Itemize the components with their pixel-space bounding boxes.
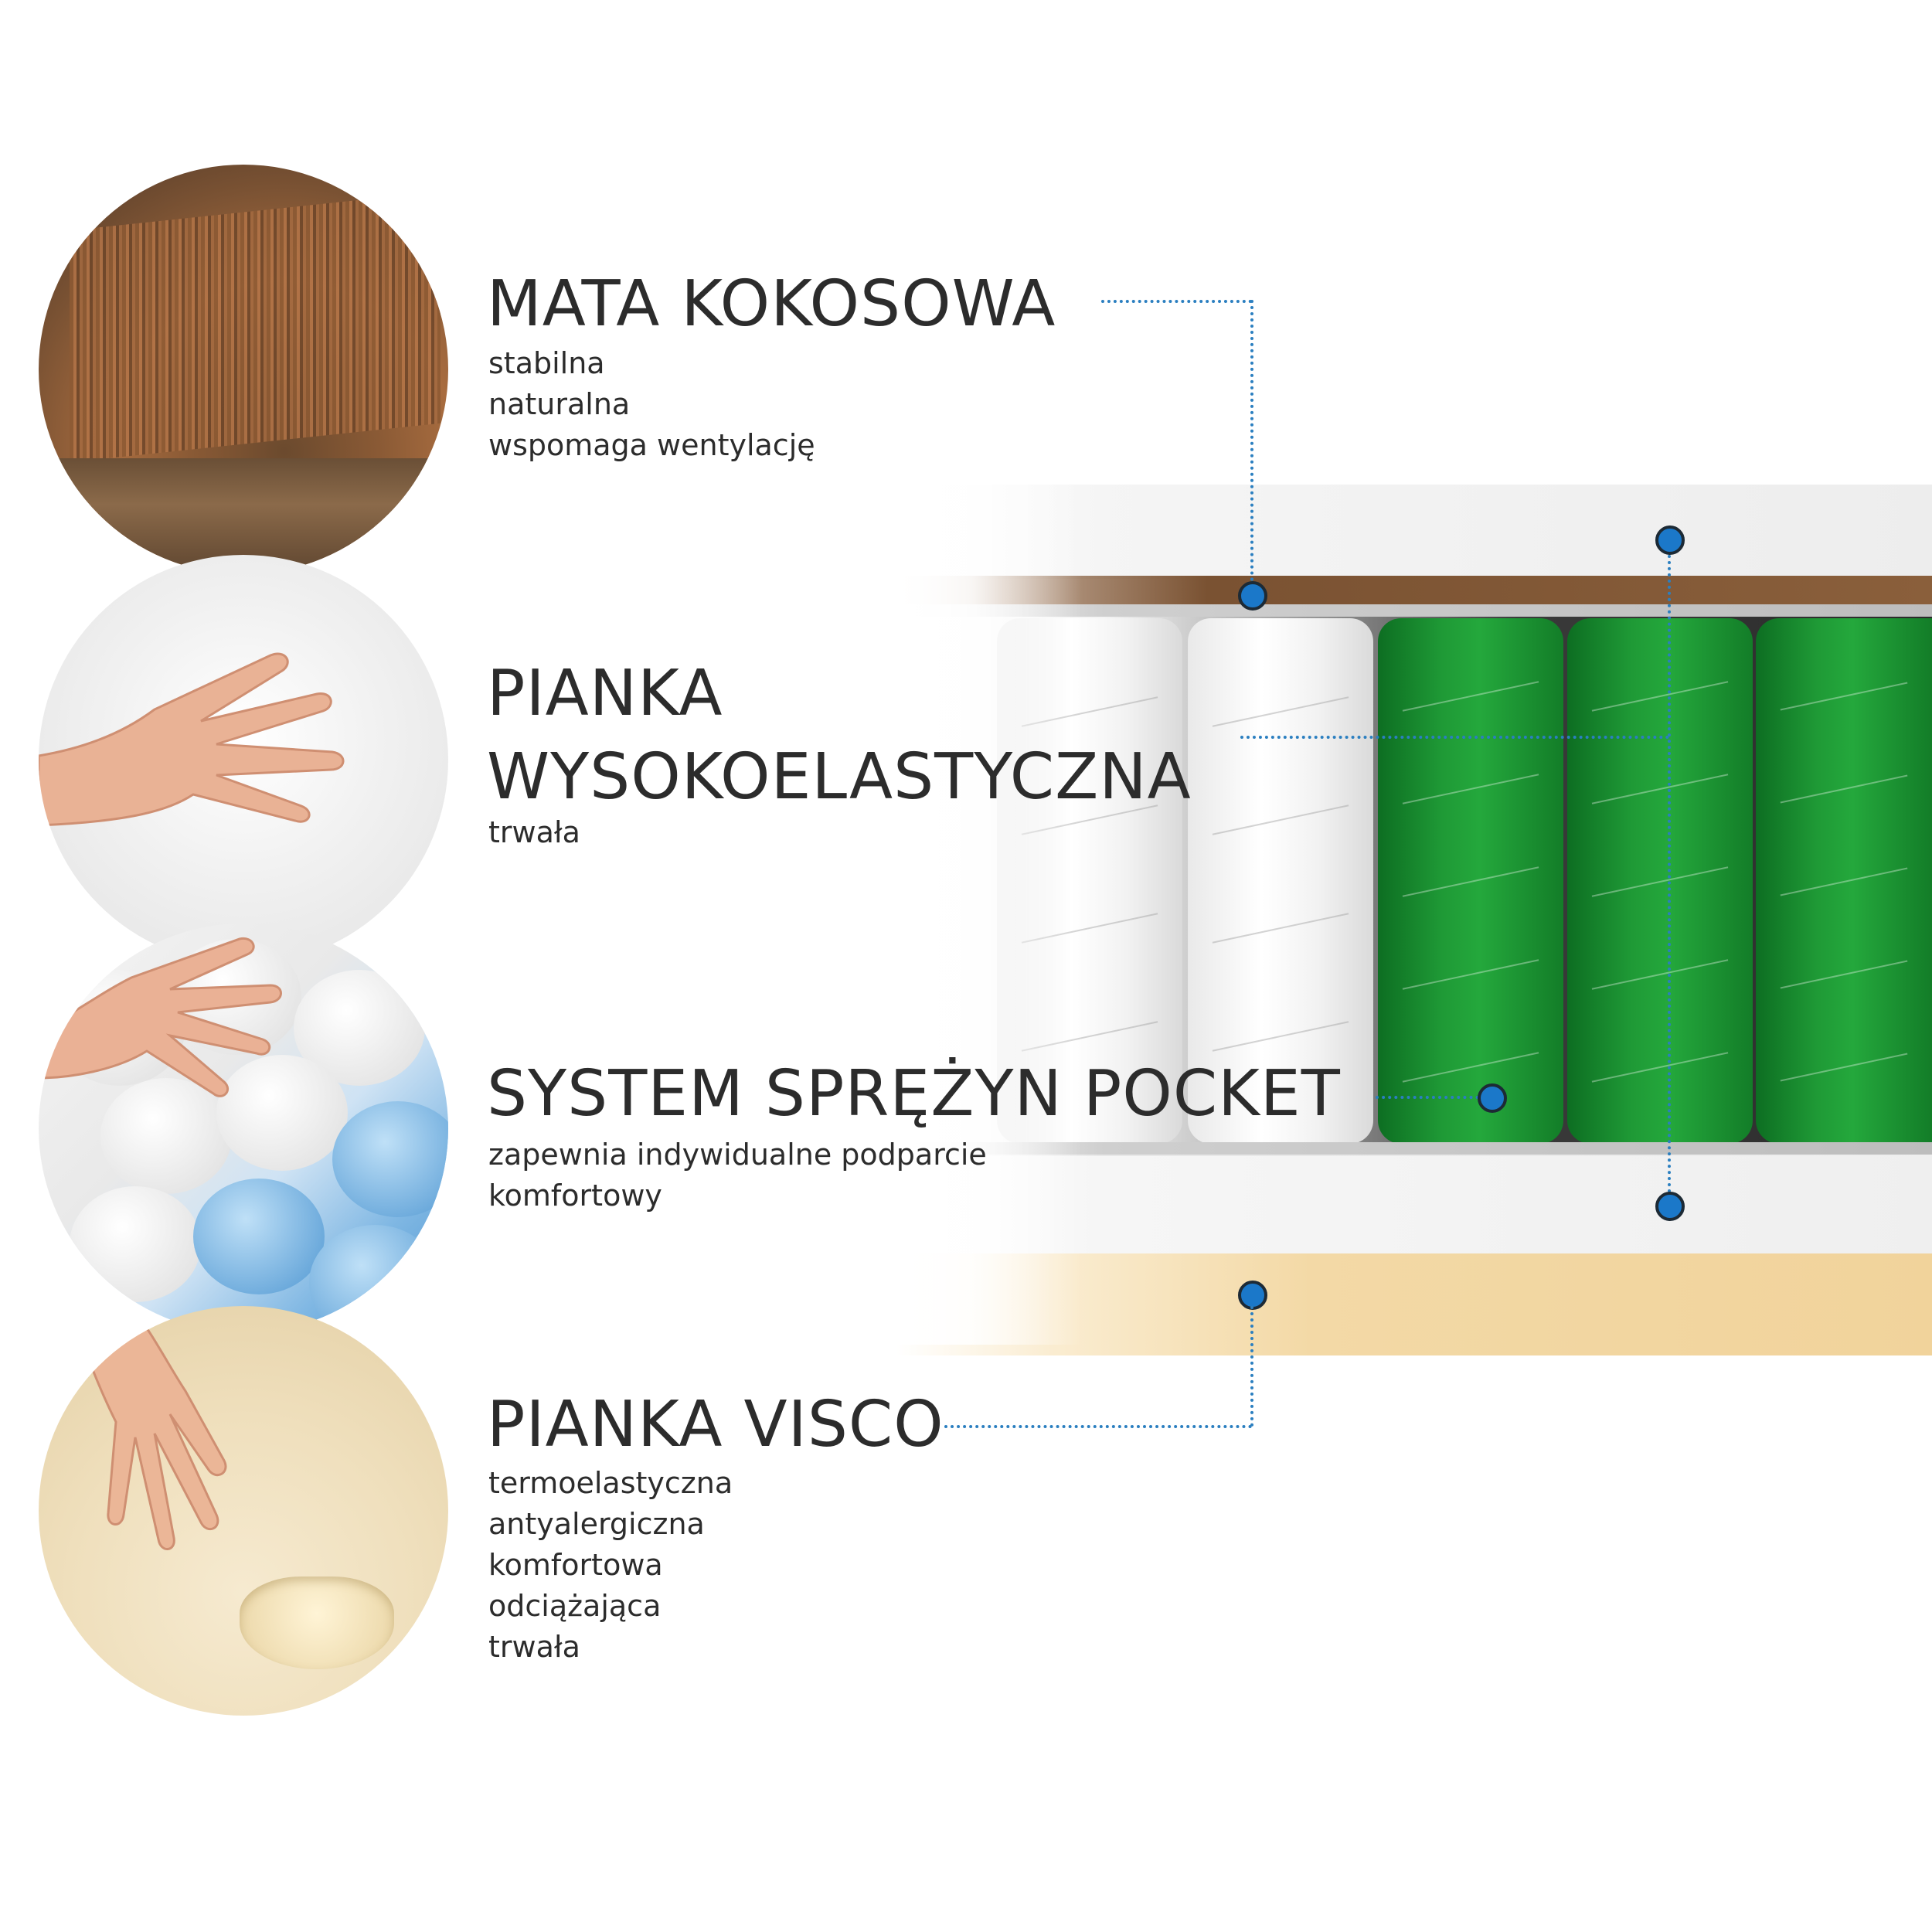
feature-item: antyalergiczna [488, 1507, 705, 1541]
visco-handprint-icon [39, 1306, 448, 1716]
marker-dot-top [1655, 526, 1685, 555]
feature-item: trwała [488, 1630, 580, 1664]
feature-item: trwała [488, 815, 580, 849]
marker-dot-bottom [1655, 1192, 1685, 1221]
leader-line-visco-vertical [1250, 1306, 1253, 1427]
spring-pocket [70, 1186, 201, 1302]
feature-item: komfortowy [488, 1179, 662, 1213]
feature-item: komfortowa [488, 1548, 663, 1582]
spring-pocket [100, 1078, 232, 1194]
leader-line-height [1668, 549, 1671, 1206]
layer-title-ha-foam-line1: PIANKA [487, 657, 723, 730]
spring-pocket-blue [193, 1179, 325, 1294]
pocket-spring [1378, 618, 1563, 1144]
layer-title-visco: PIANKA VISCO [487, 1388, 944, 1461]
leader-line-foam [1240, 736, 1669, 739]
layer-title-pocket: SYSTEM SPRĘŻYN POCKET [487, 1057, 1341, 1131]
leader-line-coconut-vertical [1250, 300, 1253, 594]
pocket-spring [1756, 618, 1932, 1144]
spring-pocket [216, 1055, 348, 1171]
marker-dot-pocket [1478, 1083, 1507, 1113]
spring-pocket-blue [309, 1225, 440, 1333]
feature-list-ha-foam: trwała [488, 812, 580, 853]
leader-line-pocket [1376, 1096, 1492, 1099]
hand-icon [39, 937, 282, 1097]
feature-list-pocket: zapewnia indywidualne podparcie komforto… [488, 1134, 987, 1216]
feature-item: wspomaga wentylację [488, 428, 815, 462]
foam-block [1188, 618, 1373, 1144]
hand-on-foam-icon [39, 555, 448, 964]
pocket-springs-icon [39, 923, 448, 1333]
leader-line-coconut [1101, 300, 1252, 303]
layer-title-ha-foam-line2: WYSOKOELASTYCZNA [487, 740, 1192, 814]
marker-dot-coconut [1238, 581, 1267, 611]
feature-item: odciążająca [488, 1589, 662, 1623]
handprint-impression [240, 1577, 394, 1669]
feature-item: stabilna [488, 346, 605, 380]
felt-layer-top [896, 604, 1932, 618]
fade-overlay [881, 479, 1082, 1345]
layer-title-coconut: MATA KOKOSOWA [487, 267, 1056, 341]
feature-item: termoelastyczna [488, 1466, 733, 1500]
feature-list-coconut: stabilna naturalna wspomaga wentylację [488, 343, 815, 466]
spring-pocket-blue [332, 1101, 448, 1217]
feature-item: zapewnia indywidualne podparcie [488, 1138, 987, 1172]
coconut-mat-icon [39, 165, 448, 574]
hand-icon [68, 1306, 227, 1550]
hand-icon [39, 652, 345, 827]
pocket-spring [1567, 618, 1753, 1144]
feature-list-visco: termoelastyczna antyalergiczna komfortow… [488, 1463, 733, 1668]
feature-item: naturalna [488, 387, 631, 421]
leader-line-visco [944, 1425, 1252, 1428]
felt-layer-bottom [896, 1142, 1932, 1156]
